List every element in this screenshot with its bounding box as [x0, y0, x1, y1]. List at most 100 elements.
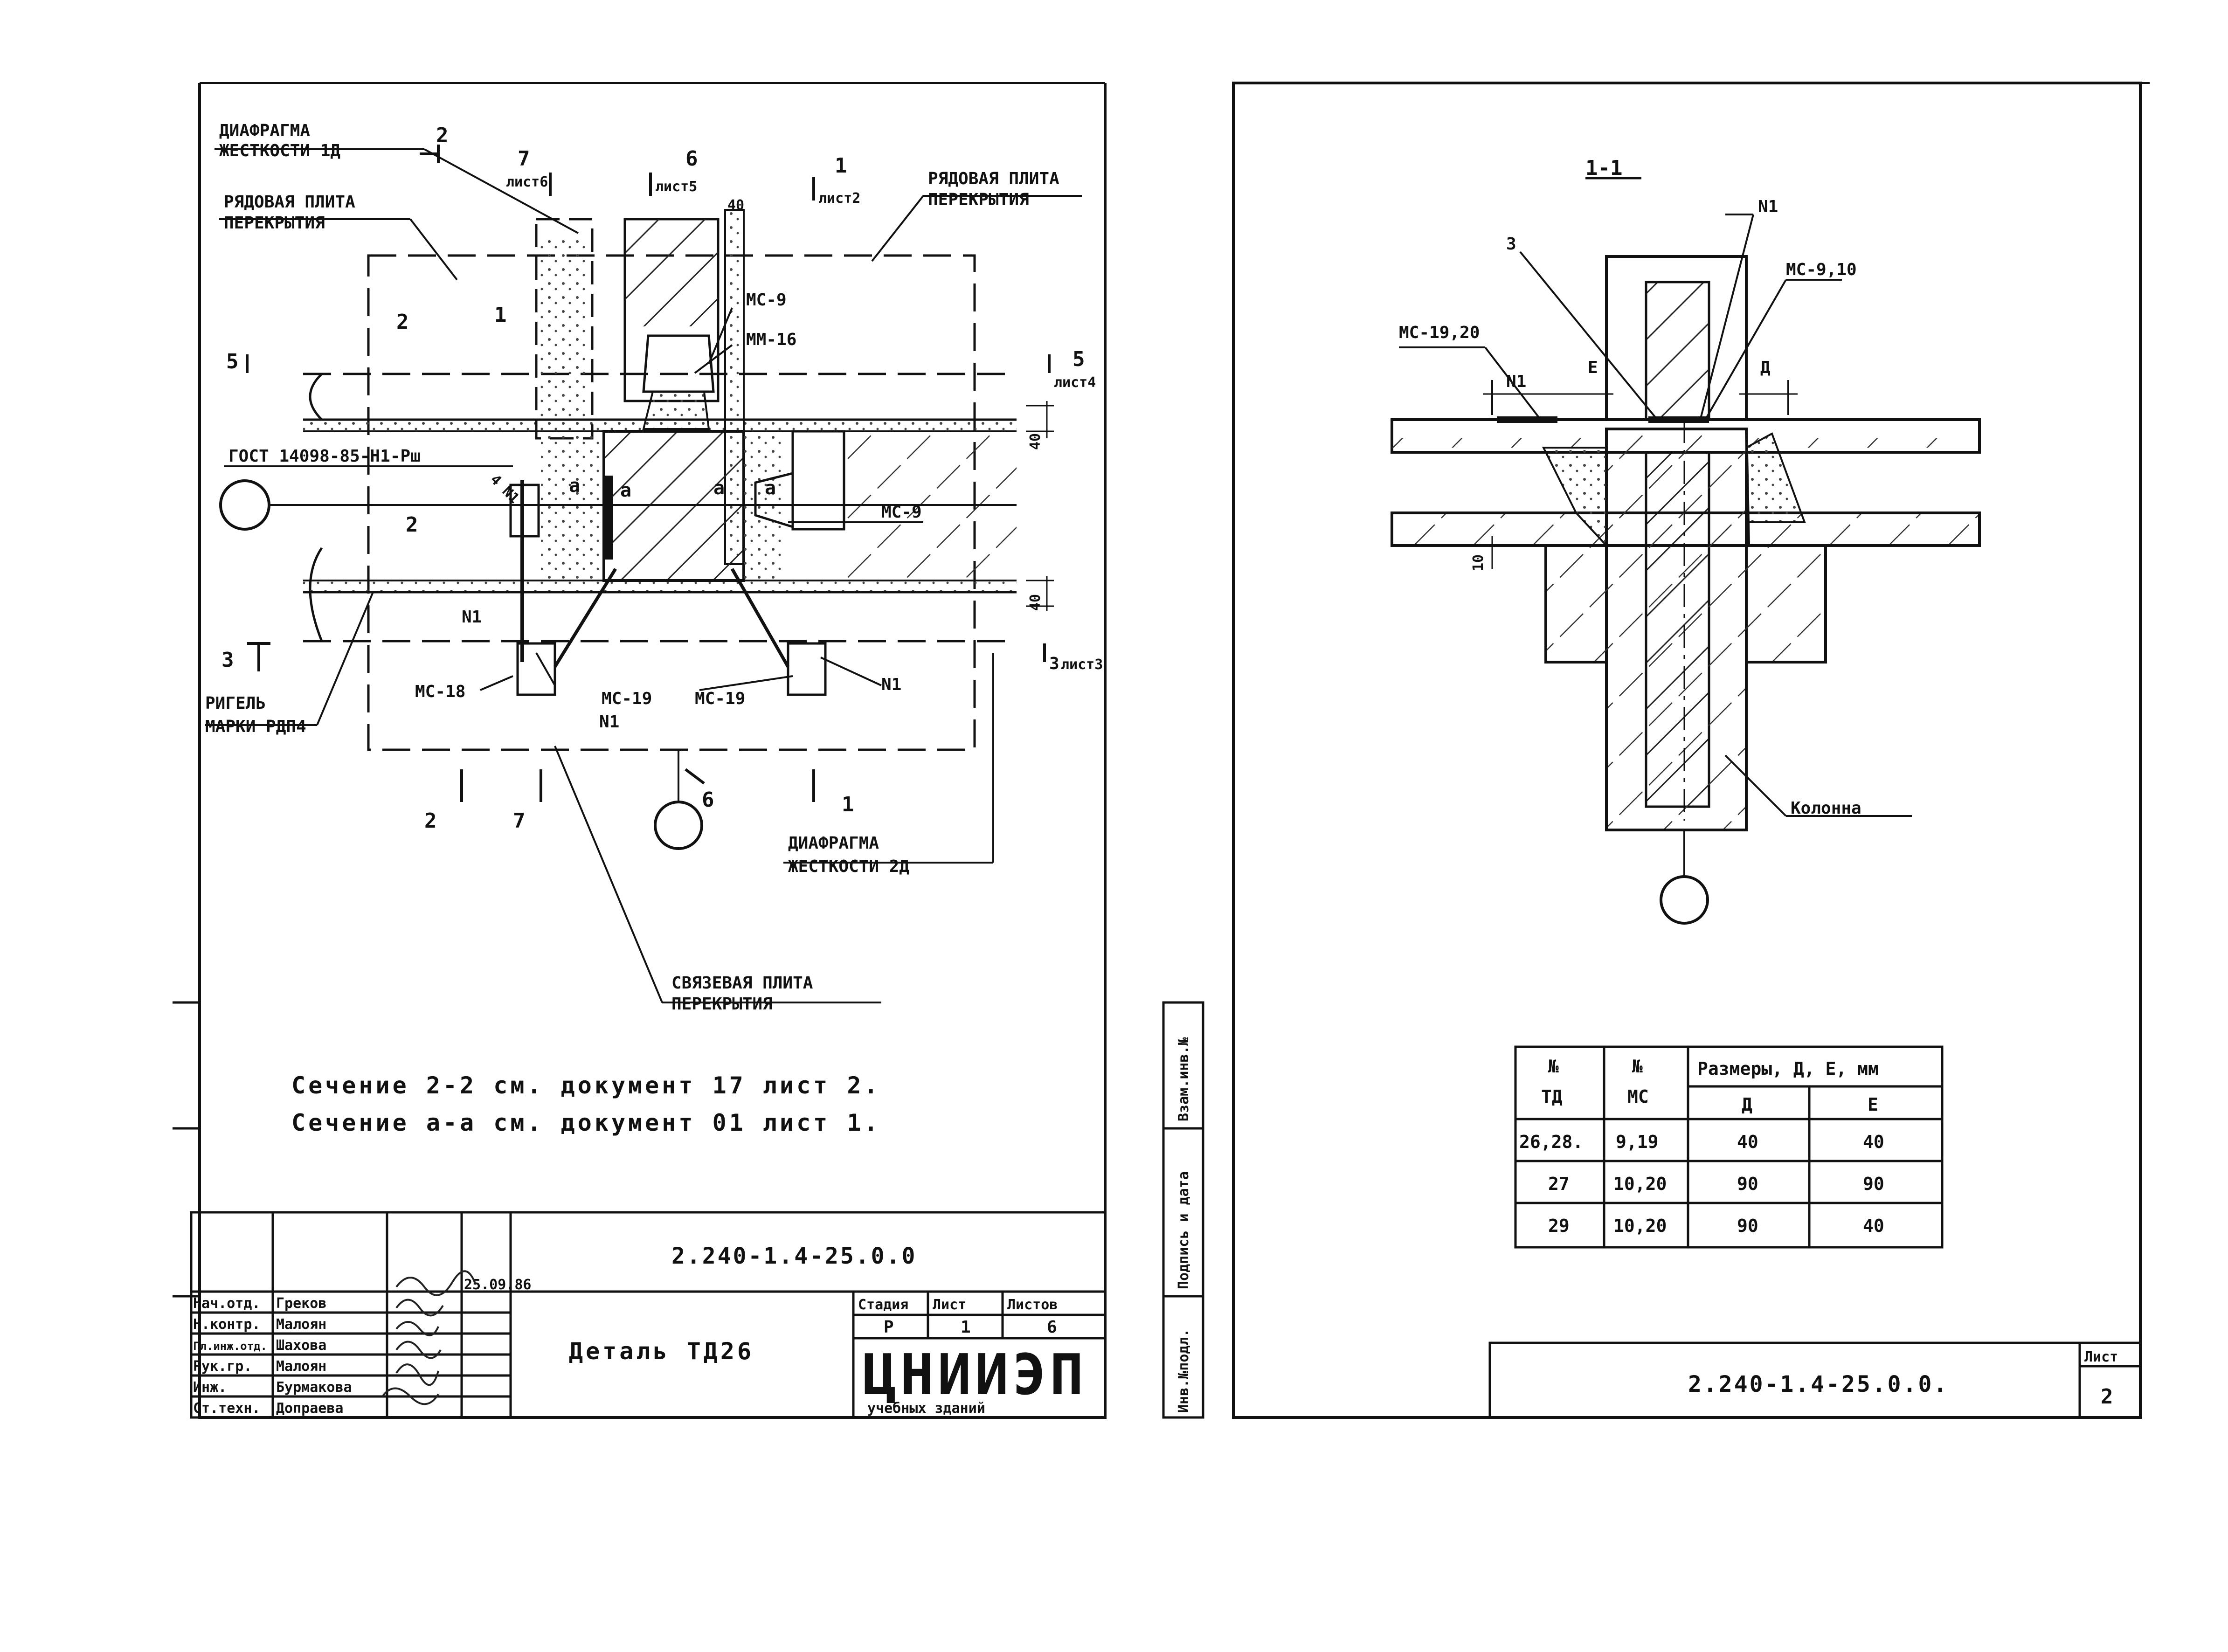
th-td-a: №	[1548, 1056, 1559, 1077]
cell-r0-td: 26,28.	[1519, 1132, 1583, 1152]
label-diaphragm-1: ДИАФРАГМА	[219, 121, 310, 140]
label-a-4: а	[765, 477, 776, 499]
cut-6-sheet: лист5	[655, 179, 697, 195]
side-strip	[1162, 1001, 1204, 1419]
sheets-value: 6	[1047, 1318, 1057, 1337]
label-row-slab: РЯДОВАЯ ПЛИТА	[224, 193, 355, 212]
role-1: Н.контр.	[193, 1316, 261, 1333]
cut-2-bottom: 2	[424, 809, 437, 833]
title-block-right	[1488, 1341, 2142, 1419]
cut-5-sheet: лист4	[1054, 374, 1096, 391]
name-4: Бурмакова	[276, 1379, 352, 1396]
right-sheet	[1162, 82, 2150, 1419]
th-sizes: Размеры, Д, Е, мм	[1697, 1058, 1879, 1079]
label-dim-d: Д	[1760, 358, 1771, 377]
cut-7-top: 7	[518, 147, 530, 171]
role-3: Рук.гр.	[193, 1358, 252, 1375]
cut-6-bottom: 6	[702, 788, 714, 812]
th-e: Е	[1868, 1094, 1878, 1115]
dim-40-right-a: 40	[1027, 433, 1044, 450]
label-mc-19-20: МС-19,20	[1399, 323, 1480, 342]
title-block-left	[190, 1211, 1107, 1419]
label-girder-b: МАРКИ РДП4	[205, 717, 306, 736]
title-block-left-text: 2.240-1.4-25.0.0 Деталь ТД26 Стадия Лист…	[193, 1243, 1087, 1417]
cut-1-bottom: 1	[842, 793, 854, 816]
label-mc9-right: МС-9	[881, 503, 922, 522]
note-section-2-2: Сечение 2-2 см. документ 17 лист 2.	[291, 1072, 881, 1099]
cell-r2-td: 29	[1548, 1216, 1570, 1236]
sheet-header-right: Лист	[2084, 1349, 2118, 1365]
cut-marks-left	[246, 145, 1051, 802]
th-d: Д	[1742, 1094, 1752, 1115]
role-4: Инж.	[193, 1379, 227, 1396]
notes-left: Сечение 2-2 см. документ 17 лист 2. Сече…	[291, 1072, 881, 1136]
drawing-title: Деталь ТД26	[569, 1338, 754, 1365]
org-logo: ЦНИИЭП	[863, 1343, 1087, 1408]
sheet-value: 1	[961, 1318, 971, 1337]
th-td-b: ТД	[1541, 1086, 1563, 1107]
label-a-2: а	[620, 480, 631, 501]
label-num-2-a: 2	[396, 310, 409, 334]
label-diaphragm-2: ДИАФРАГМА	[788, 834, 879, 853]
th-mc-b: МС	[1627, 1086, 1649, 1107]
label-3: 3	[1506, 235, 1516, 254]
dim-40-right-b: 40	[1027, 594, 1044, 611]
size-table-text: № ТД № МС Размеры, Д, Е, мм Д Е 26,28. 9…	[1519, 1056, 1884, 1236]
label-gost: ГОСТ 14098-85-Н1-Рш	[228, 447, 421, 466]
leaders-left	[205, 148, 1082, 1003]
label-link-slab-b: ПЕРЕКРЫТИЯ	[671, 995, 773, 1014]
cut-3-right: 3	[1049, 654, 1059, 673]
strip-replace-inv: Взам.инв.№	[1176, 1037, 1192, 1121]
name-3: Малоян	[276, 1358, 326, 1375]
label-weld: 4 N1	[487, 471, 522, 507]
cut-1-top: 1	[835, 154, 847, 178]
left-labels: ДИАФРАГМА ЖЕСТКОСТИ 1Д РЯДОВАЯ ПЛИТА ПЕР…	[205, 121, 1103, 1014]
cell-r0-d: 40	[1737, 1132, 1758, 1152]
name-0: Греков	[276, 1295, 326, 1312]
stage-value: Р	[884, 1318, 894, 1337]
cell-r0-e: 40	[1863, 1132, 1884, 1152]
name-5: Допраева	[276, 1400, 344, 1417]
leaders-right	[1399, 177, 1912, 817]
label-girder: РИГЕЛЬ	[205, 694, 266, 713]
label-n1-left: N1	[1506, 372, 1526, 391]
doc-code-right: 2.240-1.4-25.0.0.	[1688, 1371, 1949, 1397]
label-n1-b: N1	[599, 712, 619, 732]
side-strip-text: Взам.инв.№ Подпись и дата Инв.№подл.	[1176, 1037, 1192, 1413]
cut-7-sheet: лист6	[506, 174, 548, 190]
cell-r2-d: 90	[1737, 1216, 1758, 1236]
cell-r0-mc: 9,19	[1616, 1132, 1659, 1152]
detail-td26-drawing	[219, 209, 1054, 850]
role-2: Гл.инж.отд.	[193, 1340, 267, 1353]
label-column: Колонна	[1791, 799, 1861, 818]
strip-inv-orig: Инв.№подл.	[1176, 1328, 1192, 1413]
cell-r1-mc: 10,20	[1613, 1174, 1667, 1194]
role-5: Ст.техн.	[193, 1400, 261, 1417]
label-n1-a: N1	[462, 608, 482, 627]
label-num-1: 1	[494, 303, 507, 327]
cut-7-bottom: 7	[513, 809, 526, 833]
org-subtitle: учебных зданий	[867, 1400, 985, 1417]
signatures	[381, 1270, 477, 1405]
dim-40-top: 40	[727, 197, 744, 214]
cut-5-left: 5	[226, 350, 239, 373]
cell-r1-d: 90	[1737, 1174, 1758, 1194]
cut-3-sheet: лист3	[1061, 657, 1103, 673]
cut-3-left: 3	[221, 648, 234, 672]
cut-6-top: 6	[685, 147, 698, 171]
role-0: Нач.отд.	[193, 1295, 261, 1312]
label-diaphragm-1-b: ЖЕСТКОСТИ 1Д	[219, 141, 340, 160]
sheet-value-right: 2	[2101, 1385, 2113, 1409]
cut-2-top: 2	[436, 124, 449, 147]
th-mc-a: №	[1632, 1056, 1643, 1077]
strip-signature-date: Подпись и дата	[1176, 1171, 1192, 1289]
label-a-3: а	[713, 477, 725, 499]
stage-header: Стадия	[858, 1297, 908, 1313]
label-diaphragm-2-b: ЖЕСТКОСТИ 2Д	[788, 857, 909, 876]
label-mc19-a: МС-19	[602, 689, 652, 708]
label-n1-top: N1	[1758, 197, 1778, 216]
label-mm16: ММ-16	[746, 330, 796, 349]
cut-1-sheet: лист2	[818, 190, 860, 207]
cell-r2-e: 40	[1863, 1216, 1884, 1236]
label-mc9-top: МС-9	[746, 290, 787, 310]
